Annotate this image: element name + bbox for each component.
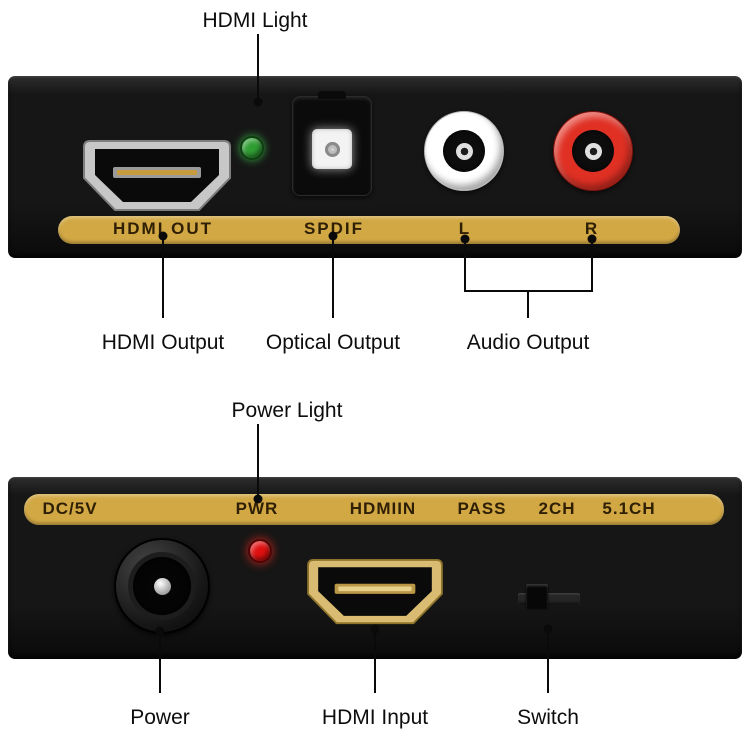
hdmi-input-label: HDMI Input: [321, 706, 429, 729]
strip-label-r: R: [584, 219, 600, 239]
audio-output-label: Audio Output: [466, 331, 590, 354]
strip-label-l: L: [458, 219, 472, 239]
hdmi-in-port: [307, 559, 443, 625]
output-label-strip: HDMI OUT SPDIF L R: [58, 216, 680, 244]
power-label: Power: [130, 706, 190, 729]
strip-label-51ch: 5.1CH: [602, 498, 656, 518]
optical-window: [312, 129, 352, 169]
strip-label-pwr: PWR: [235, 498, 279, 518]
hdmi-out-port: [83, 140, 231, 211]
strip-label-hdmi-out: HDMI OUT: [112, 219, 214, 239]
strip-label-hdmiin: HDMIIN: [349, 498, 417, 518]
output-panel: HDMI OUT SPDIF L R: [8, 76, 742, 258]
rca-left-pin: [455, 142, 473, 160]
input-label-strip: DC/5V PWR HDMIIN PASS 2CH 5.1CH: [24, 494, 724, 525]
rca-right-port: [553, 111, 633, 191]
dc-power-jack: [114, 538, 210, 634]
hdmi-output-label: HDMI Output: [101, 331, 225, 354]
power-light-label: Power Light: [231, 399, 343, 422]
dc-jack-recess: [133, 557, 191, 615]
rca-left-recess: [443, 130, 485, 172]
hdmi-indicator-led: [240, 136, 264, 160]
hdmi-light-label: HDMI Light: [202, 9, 308, 32]
spdif-optical-port: [292, 96, 372, 196]
strip-label-pass: PASS: [457, 498, 507, 518]
switch-knob: [526, 584, 548, 608]
strip-label-2ch: 2CH: [538, 498, 576, 518]
audio-mode-switch: [518, 584, 580, 608]
rca-right-recess: [572, 130, 614, 172]
rca-right-pin: [584, 142, 602, 160]
input-panel: DC/5V PWR HDMIIN PASS 2CH 5.1CH: [8, 477, 742, 659]
switch-label: Switch: [517, 706, 579, 729]
strip-label-spdif: SPDIF: [303, 219, 365, 239]
dc-jack-pin: [153, 577, 171, 595]
optical-output-label: Optical Output: [265, 331, 401, 354]
strip-label-dc5v: DC/5V: [42, 498, 98, 518]
rca-left-port: [424, 111, 504, 191]
optical-lens: [324, 141, 340, 157]
power-indicator-led: [248, 539, 272, 563]
